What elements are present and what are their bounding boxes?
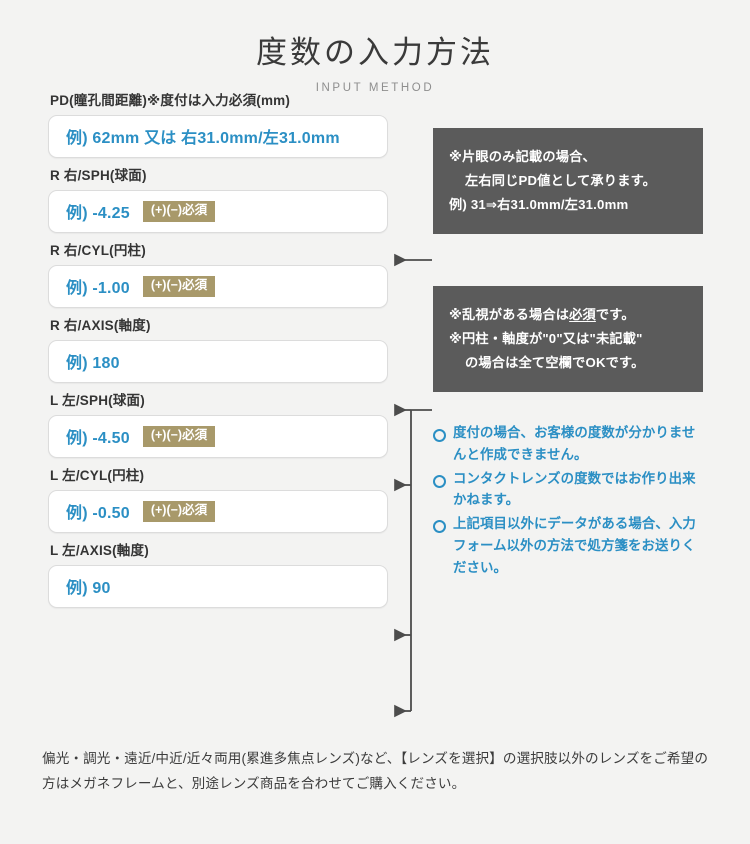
notes-list: 度付の場合、お客様の度数が分かりませんと作成できません。 コンタクトレンズの度数… xyxy=(433,422,703,578)
field-row-r-sph: R 右/SPH(球面) 例) -4.25 (+)(−)必須 xyxy=(48,169,388,244)
callout-pd-line-2: 左右同じPD値として承ります。 xyxy=(465,173,657,189)
field-value-l-cyl: 例) -0.50 xyxy=(66,505,130,523)
field-label-l-cyl: L 左/CYL(円柱) xyxy=(50,468,145,484)
required-badge-r-sph: (+)(−)必須 xyxy=(142,200,216,222)
field-label-l-sph: L 左/SPH(球面) xyxy=(50,393,145,409)
field-row-r-axis: R 右/AXIS(軸度) 例) 180 xyxy=(48,319,388,394)
note-text: 上記項目以外にデータがある場合、入力フォーム以外の方法で処方箋をお送りください。 xyxy=(453,516,696,575)
callout-pd: ※片眼のみ記載の場合、 左右同じPD値として承ります。 例) 31⇒右31.0m… xyxy=(433,128,703,235)
note-item: コンタクトレンズの度数ではお作り出来かねます。 xyxy=(433,468,703,511)
required-badge-l-cyl: (+)(−)必須 xyxy=(142,500,216,522)
field-value-pd: 例) 62mm 又は 右31.0mm/左31.0mm xyxy=(66,130,340,148)
right-column: ※片眼のみ記載の場合、 左右同じPD値として承ります。 例) 31⇒右31.0m… xyxy=(433,94,703,580)
field-input-pd[interactable]: 例) 62mm 又は 右31.0mm/左31.0mm xyxy=(48,114,388,158)
page-header: 度数の入力方法 INPUT METHOD xyxy=(0,0,750,94)
callout-pd-line-3: 例) 31⇒右31.0mm/左31.0mm xyxy=(449,197,629,213)
required-badge-l-sph: (+)(−)必須 xyxy=(142,425,216,447)
field-label-r-sph: R 右/SPH(球面) xyxy=(50,168,147,184)
field-input-l-cyl[interactable]: 例) -0.50 (+)(−)必須 xyxy=(48,489,388,533)
circle-bullet-icon xyxy=(433,474,446,488)
field-row-l-cyl: L 左/CYL(円柱) 例) -0.50 (+)(−)必須 xyxy=(48,469,388,544)
field-row-l-axis: L 左/AXIS(軸度) 例) 90 xyxy=(48,544,388,619)
field-value-r-sph: 例) -4.25 xyxy=(66,205,130,223)
circle-bullet-icon xyxy=(433,520,446,534)
field-value-l-sph: 例) -4.50 xyxy=(66,430,130,448)
field-label-r-axis: R 右/AXIS(軸度) xyxy=(50,318,151,334)
field-input-l-sph[interactable]: 例) -4.50 (+)(−)必須 xyxy=(48,414,388,458)
field-row-r-cyl: R 右/CYL(円柱) 例) -1.00 (+)(−)必須 xyxy=(48,244,388,319)
page-title: 度数の入力方法 xyxy=(256,35,494,70)
callout-astigmatism-line-3: の場合は全て空欄でOKです。 xyxy=(465,355,645,371)
field-row-pd: PD(瞳孔間距離)※度付は入力必須(mm) 例) 62mm 又は 右31.0mm… xyxy=(48,94,388,169)
callout-astigmatism-line-1: ※乱視がある場合は必須です。 xyxy=(449,307,635,323)
prescription-form: PD(瞳孔間距離)※度付は入力必須(mm) 例) 62mm 又は 右31.0mm… xyxy=(48,94,388,619)
field-value-r-axis: 例) 180 xyxy=(66,355,120,373)
field-input-r-cyl[interactable]: 例) -1.00 (+)(−)必須 xyxy=(48,264,388,308)
callout-astigmatism: ※乱視がある場合は必須です。 ※円柱・軸度が"0"又は"未記載" の場合は全て空… xyxy=(433,286,703,393)
note-text: コンタクトレンズの度数ではお作り出来かねます。 xyxy=(453,470,696,508)
note-item: 度付の場合、お客様の度数が分かりませんと作成できません。 xyxy=(433,422,703,465)
circle-bullet-icon xyxy=(433,429,446,443)
field-label-l-axis: L 左/AXIS(軸度) xyxy=(50,543,149,559)
note-text: 度付の場合、お客様の度数が分かりませんと作成できません。 xyxy=(453,425,696,462)
field-value-r-cyl: 例) -1.00 xyxy=(66,280,130,298)
field-input-r-axis[interactable]: 例) 180 xyxy=(48,339,388,383)
field-label-pd: PD(瞳孔間距離)※度付は入力必須(mm) xyxy=(50,93,291,109)
callout-pd-line-1: ※片眼のみ記載の場合、 xyxy=(449,149,596,165)
required-badge-r-cyl: (+)(−)必須 xyxy=(142,275,216,297)
field-row-l-sph: L 左/SPH(球面) 例) -4.50 (+)(−)必須 xyxy=(48,394,388,469)
callout-astigmatism-line-2: ※円柱・軸度が"0"又は"未記載" xyxy=(449,331,643,347)
field-input-l-axis[interactable]: 例) 90 xyxy=(48,564,388,608)
footer-note: 偏光・調光・遠近/中近/近々両用(累進多焦点レンズ)など、【レンズを選択】の選択… xyxy=(42,751,709,792)
note-item: 上記項目以外にデータがある場合、入力フォーム以外の方法で処方箋をお送りください。 xyxy=(433,513,703,578)
page-subtitle: INPUT METHOD xyxy=(315,82,435,95)
field-label-r-cyl: R 右/CYL(円柱) xyxy=(50,243,146,259)
field-value-l-axis: 例) 90 xyxy=(66,580,111,598)
field-input-r-sph[interactable]: 例) -4.25 (+)(−)必須 xyxy=(48,189,388,233)
